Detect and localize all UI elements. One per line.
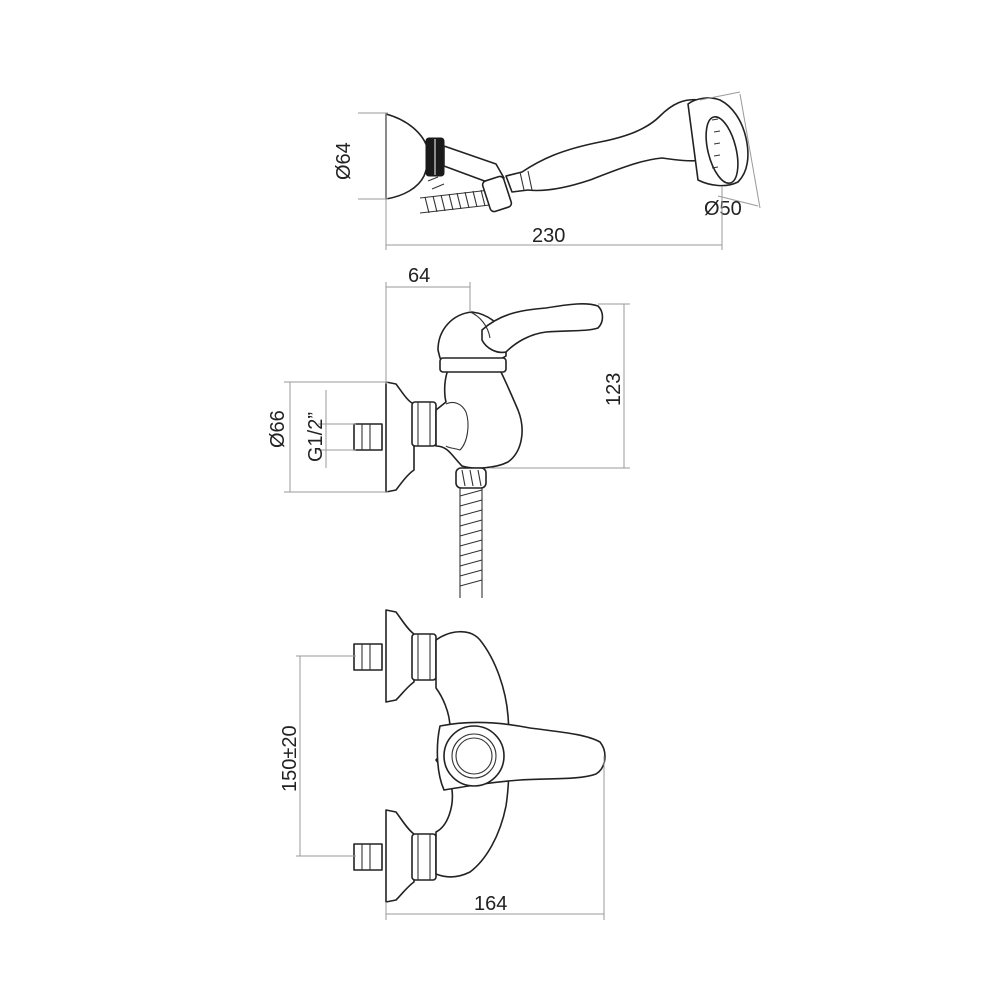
hand-shower-diameter-label: Ø50 bbox=[704, 198, 742, 220]
wall-flange bbox=[385, 381, 415, 493]
upper-inlet-pipe bbox=[353, 643, 383, 671]
shower-hose bbox=[419, 176, 491, 214]
inlet-thread-label: G1/2” bbox=[305, 412, 327, 462]
lower-flange bbox=[385, 809, 415, 903]
mixer-width-label: 164 bbox=[474, 893, 507, 915]
upper-nut bbox=[411, 633, 437, 681]
hose-nut bbox=[481, 175, 513, 213]
hand-shower-view: Ø64 Ø50 230 bbox=[333, 91, 761, 250]
outlet-hose bbox=[459, 488, 483, 598]
shower-set-length-label: 230 bbox=[532, 225, 565, 247]
lower-nut bbox=[411, 833, 437, 881]
mixer-side-view: 64 123 Ø66 G1/2” bbox=[267, 265, 630, 598]
hand-shower-handle bbox=[505, 98, 707, 193]
mixer-front-view: 150±20 164 bbox=[279, 609, 606, 920]
mixer-height-label: 123 bbox=[603, 373, 625, 406]
flange-diameter-label: Ø66 bbox=[267, 410, 289, 448]
spray-face bbox=[705, 116, 739, 184]
inlet-centres-label: 150±20 bbox=[279, 725, 301, 792]
inlet-pipe bbox=[353, 423, 383, 451]
lower-inlet-pipe bbox=[353, 843, 383, 871]
wall-bracket-cup bbox=[385, 113, 430, 200]
body-collar bbox=[439, 357, 507, 373]
wall-bracket-diameter-label: Ø64 bbox=[333, 142, 355, 180]
spout-projection-label: 64 bbox=[408, 265, 430, 287]
cartridge-outer-ring bbox=[443, 725, 505, 787]
connection-nut bbox=[411, 401, 437, 447]
upper-flange bbox=[385, 609, 415, 703]
mixer-lever bbox=[481, 303, 604, 354]
cartridge-inner-ring bbox=[451, 733, 497, 779]
mixer-body bbox=[435, 369, 523, 469]
